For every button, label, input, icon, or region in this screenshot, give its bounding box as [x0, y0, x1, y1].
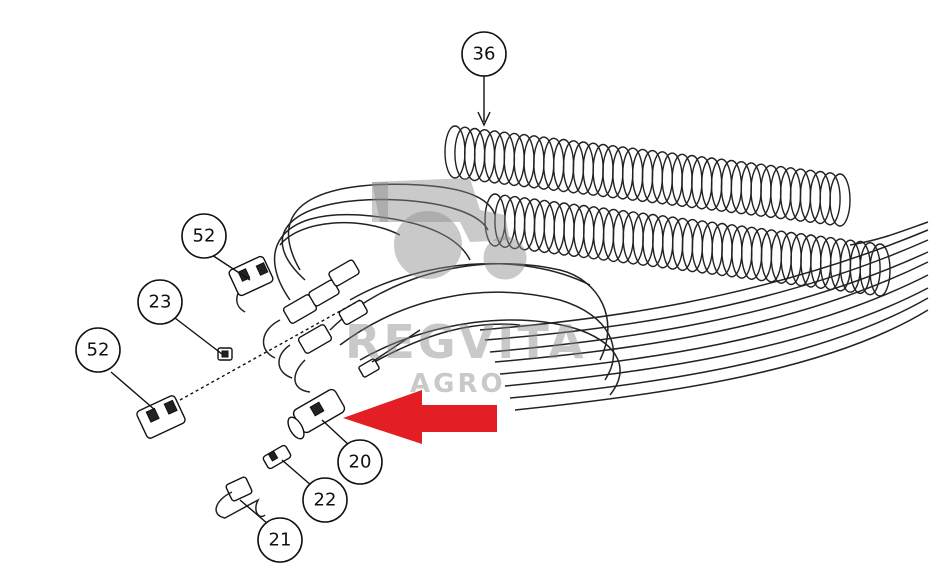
watermark-sub: AGRO [410, 369, 506, 399]
watermark-brand: REGVITA [345, 315, 587, 369]
svg-text:36: 36 [473, 44, 496, 65]
part-23 [217, 347, 233, 361]
callout-20: 20 [337, 439, 383, 485]
cable-loops [273, 183, 621, 396]
callout-52-lower: 52 [75, 327, 121, 373]
coiled-cable-upper [444, 125, 851, 227]
watermark-logo: REGVITA AGRO [345, 178, 587, 399]
leader-lines [110, 75, 491, 525]
coiled-cable-lower [484, 193, 891, 297]
part-20 [287, 388, 346, 440]
coil-turn [819, 172, 841, 226]
svg-text:52: 52 [193, 226, 216, 247]
svg-text:21: 21 [269, 530, 292, 551]
coil-turn [829, 173, 851, 227]
part-52-lower [136, 299, 361, 439]
svg-text:23: 23 [149, 292, 172, 313]
callout-36: 36 [461, 31, 507, 77]
svg-text:22: 22 [314, 490, 337, 511]
part-21 [215, 476, 266, 519]
callout-23: 23 [137, 279, 183, 325]
coil-turn [869, 243, 891, 297]
svg-text:52: 52 [87, 340, 110, 361]
part-52-upper [228, 255, 274, 297]
callout-52-upper: 52 [181, 213, 227, 259]
coil-turn [859, 242, 881, 296]
callout-21: 21 [257, 517, 303, 563]
part-22 [262, 444, 292, 470]
callout-22: 22 [302, 477, 348, 523]
red-arrow [343, 390, 497, 444]
cable-bundle [479, 221, 929, 411]
connector-cluster [236, 259, 421, 393]
svg-text:20: 20 [349, 452, 372, 473]
